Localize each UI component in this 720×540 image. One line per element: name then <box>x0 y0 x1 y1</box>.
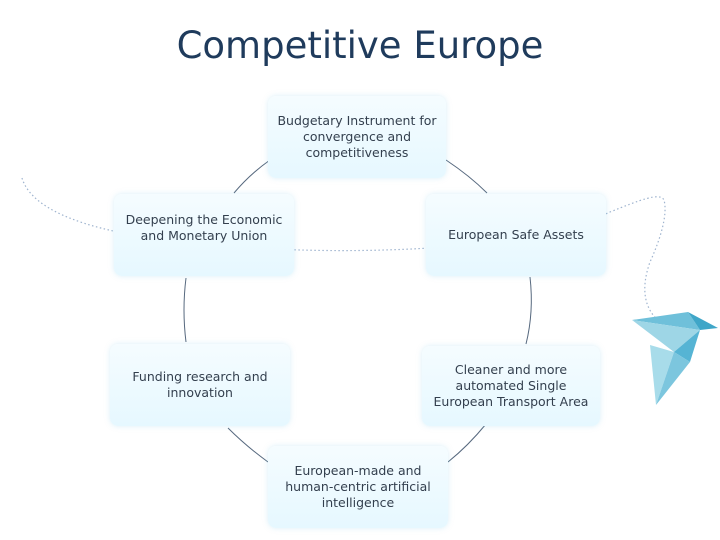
node-artificial-intelligence: European-made and human-centric artifici… <box>268 446 448 528</box>
node-research-line-1: Funding research and <box>132 369 267 385</box>
node-budgetary-instrument: Budgetary Instrument for convergence and… <box>268 96 446 178</box>
node-european-safe-assets: European Safe Assets <box>426 194 606 276</box>
origami-bird-icon <box>632 312 718 405</box>
node-ai-line-3: intelligence <box>285 495 430 511</box>
node-emu-line-1: Deepening the Economic <box>126 212 283 228</box>
node-ai-line-2: human-centric artificial <box>285 479 430 495</box>
connector-budgetary-safe-assets <box>446 160 487 193</box>
node-transport-line-2: automated Single <box>434 378 589 394</box>
node-research-line-2: innovation <box>132 385 267 401</box>
node-budgetary-instrument-line-2: convergence and <box>277 129 436 145</box>
connector-research-emu <box>184 278 186 342</box>
node-single-european-transport-area: Cleaner and more automated Single Europe… <box>422 346 600 426</box>
connector-transport-ai <box>448 424 486 462</box>
node-budgetary-instrument-line-3: competitiveness <box>277 145 436 161</box>
connector-emu-budgetary <box>234 160 270 193</box>
node-emu-line-2: and Monetary Union <box>126 228 283 244</box>
node-economic-monetary-union: Deepening the Economic and Monetary Unio… <box>114 194 294 276</box>
connector-safe-assets-transport <box>526 277 531 344</box>
node-european-safe-assets-line-1: European Safe Assets <box>448 227 584 243</box>
node-transport-line-3: European Transport Area <box>434 394 589 410</box>
node-ai-line-1: European-made and <box>285 463 430 479</box>
node-budgetary-instrument-line-1: Budgetary Instrument for <box>277 113 436 129</box>
connector-ai-research <box>228 428 268 462</box>
node-transport-line-1: Cleaner and more <box>434 362 589 378</box>
node-research-innovation: Funding research and innovation <box>110 344 290 426</box>
